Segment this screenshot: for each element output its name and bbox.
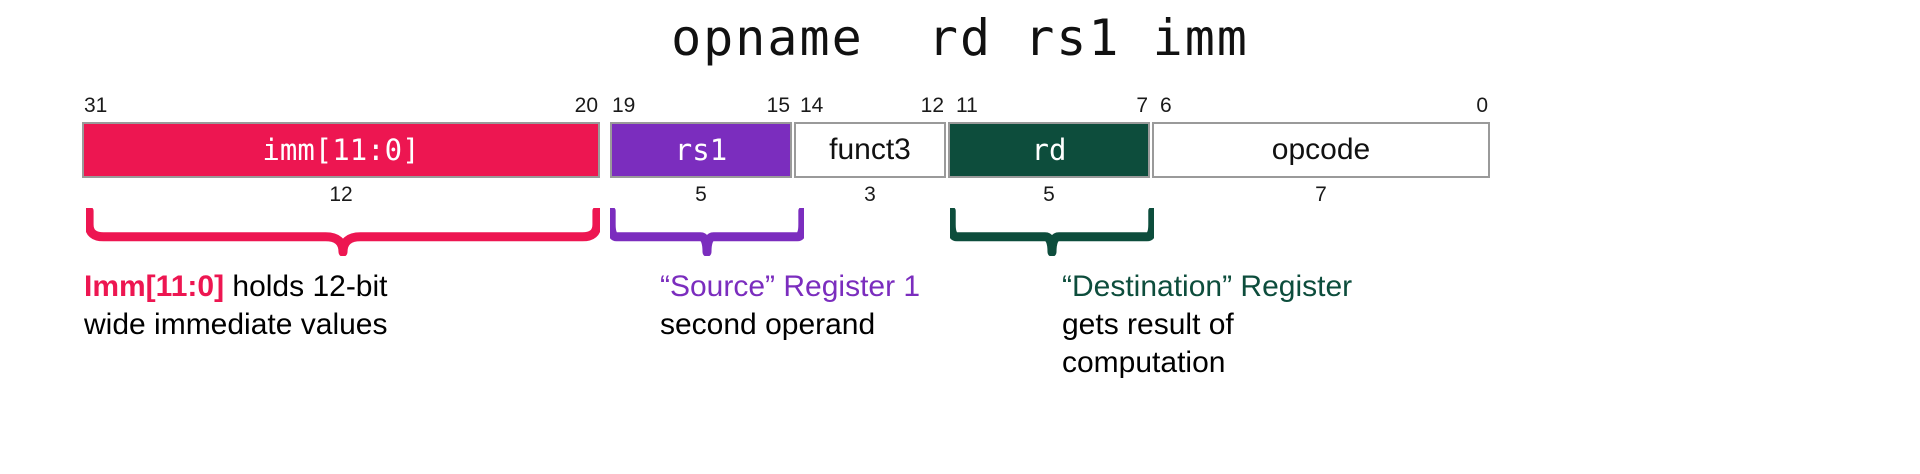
rd-caption-line-2: gets result of bbox=[1062, 306, 1352, 344]
field-opcode: opcode bbox=[1152, 122, 1490, 178]
rd-caption-text: “Destination” Register bbox=[1062, 270, 1353, 303]
bit-label-31: 31 bbox=[84, 94, 108, 117]
field-rs1: rs1 bbox=[610, 122, 792, 178]
bit-label-7: 7 bbox=[1136, 94, 1148, 117]
imm-caption-strong: Imm[11:0] bbox=[84, 270, 225, 303]
field-imm: imm[11:0] bbox=[82, 122, 600, 178]
rd-brace bbox=[950, 208, 1154, 256]
rs1-caption-line-1: “Source” Register 1 bbox=[660, 268, 920, 306]
bit-label-11: 11 bbox=[956, 94, 978, 117]
bit-label-20: 20 bbox=[574, 94, 598, 117]
field-width-opcode: 7 bbox=[1315, 183, 1327, 206]
bit-label-6: 6 bbox=[1160, 94, 1172, 117]
rd-caption-line-3: computation bbox=[1062, 344, 1352, 382]
rd-caption-line-1: “Destination” Register bbox=[1062, 268, 1352, 306]
field-width-funct3: 3 bbox=[864, 183, 876, 206]
field-funct3: funct3 bbox=[794, 122, 946, 178]
rs1-caption: “Source” Register 1 second operand bbox=[660, 268, 920, 344]
page-title: opname rd rs1 imm bbox=[671, 9, 1249, 67]
field-width-rs1: 5 bbox=[695, 183, 707, 206]
imm-caption-line-1: Imm[11:0] holds 12-bit bbox=[84, 268, 388, 306]
rs1-caption-text: “Source” Register 1 bbox=[660, 270, 921, 303]
rd-caption-text: computation bbox=[1062, 346, 1226, 379]
field-width-imm: 12 bbox=[329, 183, 353, 206]
rs1-caption-line-2: second operand bbox=[660, 306, 920, 344]
rd-caption-text: gets result of bbox=[1062, 308, 1234, 341]
brace-group bbox=[0, 208, 1920, 260]
rs1-brace bbox=[610, 208, 804, 256]
imm-caption-line-2: wide immediate values bbox=[84, 306, 388, 344]
bit-label-19: 19 bbox=[612, 94, 636, 117]
field-width-rd: 5 bbox=[1043, 183, 1055, 206]
imm-caption-text: holds 12-bit bbox=[224, 270, 388, 303]
bit-label-14: 14 bbox=[800, 94, 824, 117]
imm-brace bbox=[86, 208, 600, 256]
field-width-row: 12 5 3 5 7 bbox=[82, 182, 1490, 208]
imm-caption-text: wide immediate values bbox=[84, 308, 388, 341]
field-rd: rd bbox=[948, 122, 1150, 178]
rd-caption: “Destination” Register gets result of comp… bbox=[1062, 268, 1352, 382]
rs1-caption-text: second operand bbox=[660, 308, 876, 341]
bit-label-15: 15 bbox=[766, 94, 790, 117]
bit-label-0: 0 bbox=[1476, 94, 1488, 117]
bit-label-12: 12 bbox=[920, 94, 944, 117]
